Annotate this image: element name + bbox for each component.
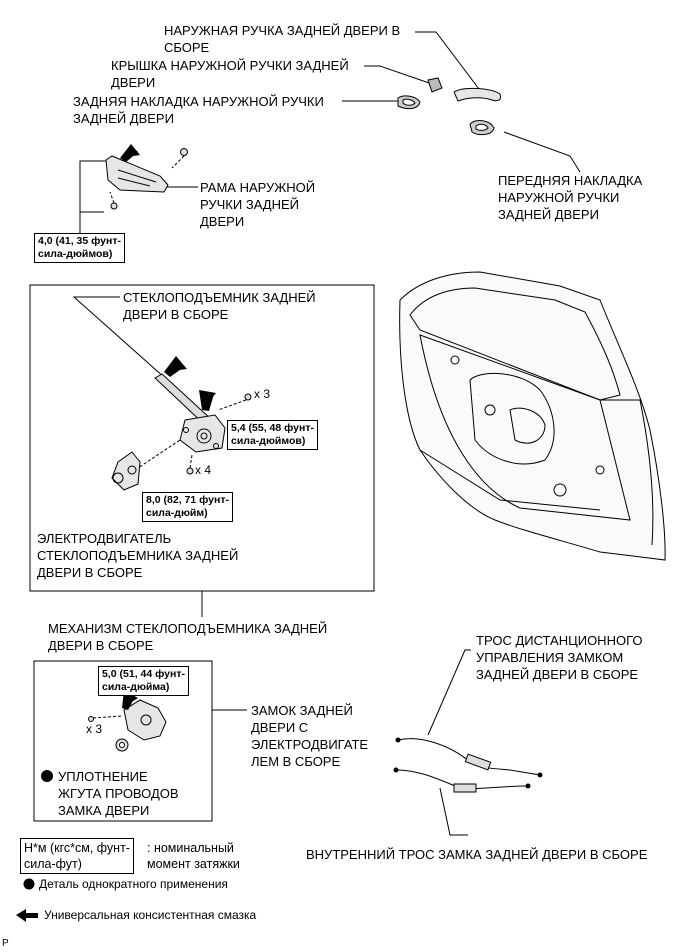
count-3: x 3: [86, 722, 103, 736]
label-remote-cable: ТРОС ДИСТАНЦИОННОГО УПРАВЛЕНИЯ ЗАМКОМ ЗА…: [476, 633, 643, 682]
legend-unit-desc: : номинальный момент затяжки: [147, 841, 240, 871]
legend-dot: [23, 878, 35, 890]
label-motor-assy: ЭЛЕКТРОДВИГАТЕЛЬ СТЕКЛОПОДЪЕМНИКА ЗАДНЕЙ…: [37, 531, 239, 580]
label-inner-cable: ВНУТРЕННИЙ ТРОС ЗАМКА ЗАДНЕЙ ДВЕРИ В СБО…: [306, 847, 648, 862]
lock-box: [33, 660, 213, 822]
label-outer-handle-cover: КРЫШКА НАРУЖНОЙ РУЧКИ ЗАДНЕЙ ДВЕРИ: [111, 58, 349, 90]
legend-grease: Универсальная консистентная смазка: [44, 908, 257, 922]
legend-grease-arrow: [16, 909, 38, 922]
label-outer-handle-assy: НАРУЖНАЯ РУЧКА ЗАДНЕЙ ДВЕРИ В СБОРЕ: [164, 23, 401, 55]
label-regulator-assy: СТЕКЛОПОДЪЕМНИК ЗАДНЕЙ ДВЕРИ В СБОРЕ: [123, 290, 316, 322]
corner-mark: P: [2, 938, 9, 949]
torque-box-2: 5,4 (55, 48 фунт- сила-дюймов): [227, 420, 318, 450]
leader-front-pad: [503, 131, 581, 173]
leader-outer-handle: [415, 31, 483, 94]
label-lock-assy: ЗАМОК ЗАДНЕЙ ДВЕРИ С ЭЛЕКТРОДВИГАТЕ ЛЕМ …: [251, 703, 369, 769]
legend-one-time: Деталь однократного применения: [39, 877, 228, 891]
label-grommet: УПЛОТНЕНИЕ ЖГУТА ПРОВОДОВ ЗАМКА ДВЕРИ: [58, 769, 179, 818]
torque-box-3: 8,0 (82, 71 фунт- сила-дюйм): [142, 492, 233, 522]
regulator-motor: [111, 451, 141, 491]
legend-unit-box: Н*м (кгс*см, фунт- сила-фут): [20, 838, 134, 874]
label-front-pad: ПЕРЕДНЯЯ НАКЛАДКА НАРУЖНОЙ РУЧКИ ЗАДНЕЙ …: [498, 173, 643, 222]
leader-handle-cover: [364, 65, 433, 85]
torque-box-4: 5,0 (51, 44 фунт- сила-дюйма): [98, 666, 189, 696]
leader-remote-cable: [427, 649, 471, 736]
handle-frame-part: [105, 155, 169, 193]
torque-box-1: 4,0 (41, 35 фунт- сила-дюймов): [34, 233, 125, 263]
handle-cover-part: [427, 77, 443, 93]
outer-handle-part: [453, 87, 501, 102]
label-handle-frame: РАМА НАРУЖНОЙ РУЧКИ ЗАДНЕЙ ДВЕРИ: [200, 180, 316, 229]
one-time-dot: [41, 770, 53, 782]
door-outline: [399, 271, 666, 561]
label-mechanism: МЕХАНИЗМ СТЕКЛОПОДЪЕМНИКА ЗАДНЕЙ ДВЕРИ В…: [48, 621, 328, 653]
leader-inner-cable: [439, 787, 468, 836]
grease-arrow-3: [199, 390, 216, 411]
leader-regulator: [72, 296, 166, 379]
grease-arrow-2: [164, 356, 187, 377]
lock-part: [123, 699, 167, 741]
count-1: x 3: [254, 387, 271, 401]
label-rear-pad: ЗАДНЯЯ НАКЛАДКА НАРУЖНОЙ РУЧКИ ЗАДНЕЙ ДВ…: [73, 94, 324, 126]
count-2: x 4: [195, 463, 212, 477]
leader-t1: [79, 160, 106, 233]
grease-arrow-1: [120, 144, 140, 162]
